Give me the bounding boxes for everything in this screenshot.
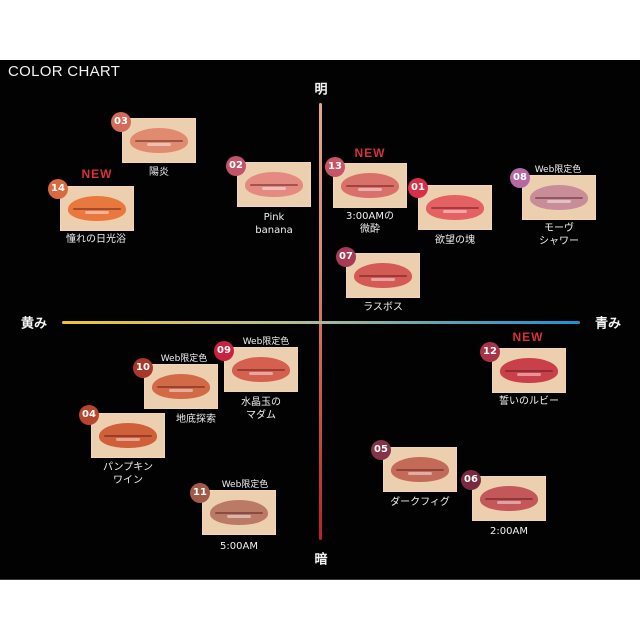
shade-name: 地底探索: [176, 414, 216, 425]
shade-name: 陽炎: [149, 167, 169, 178]
web-limited-tag: Web限定色: [221, 480, 269, 490]
shade-number-badge: 13: [325, 157, 345, 177]
shade-number-badge: 09: [214, 341, 234, 361]
shade-name: 欲望の塊: [435, 235, 475, 246]
lip-icon: [130, 128, 188, 153]
axis-label-bluish: 青み: [594, 316, 622, 332]
shade-name: 2:00AM: [490, 526, 528, 537]
lip-swatch-11: [202, 490, 276, 535]
color-chart-panel: COLOR CHART 明 暗 黄み 青み 03 陽炎 NEW 14 憧れの日光…: [0, 60, 640, 580]
shade-number-badge: 08: [510, 168, 530, 188]
shade-number-badge: 05: [371, 440, 391, 460]
lip-swatch-04: [91, 413, 165, 458]
shade-number-badge: 07: [336, 247, 356, 267]
lip-swatch-14: [60, 186, 134, 231]
new-tag: NEW: [81, 167, 113, 181]
axis-label-bright: 明: [314, 82, 328, 98]
shade-name: 憧れの日光浴: [66, 234, 126, 245]
shade-name: 水晶玉のマダム: [241, 397, 281, 421]
lip-icon: [68, 196, 126, 221]
lip-swatch-13: [333, 163, 407, 208]
lip-icon: [480, 486, 538, 511]
lip-icon: [426, 195, 484, 220]
lip-swatch-05: [383, 447, 457, 492]
shade-number-badge: 11: [190, 483, 210, 503]
lip-swatch-01: [418, 185, 492, 230]
shade-name: ダークフィグ: [390, 497, 450, 508]
axis-label-yellowish: 黄み: [20, 316, 48, 332]
lip-icon: [354, 263, 412, 288]
lip-icon: [99, 423, 157, 448]
lip-swatch-10: [144, 364, 218, 409]
shade-name: 5:00AM: [220, 541, 258, 552]
lip-swatch-09: [224, 347, 298, 392]
shade-number-badge: 01: [408, 178, 428, 198]
shade-number-badge: 04: [79, 405, 99, 425]
lip-swatch-08: [522, 175, 596, 220]
lip-swatch-07: [346, 253, 420, 298]
lip-icon: [210, 500, 268, 525]
web-limited-tag: Web限定色: [160, 354, 208, 364]
lip-icon: [245, 172, 303, 197]
shade-number-badge: 06: [461, 470, 481, 490]
shade-name: 3:00AMの微酔: [346, 211, 394, 235]
shade-number-badge: 14: [48, 179, 68, 199]
lip-swatch-03: [122, 118, 196, 163]
hue-axis-line: [62, 321, 580, 324]
shade-name: ラスボス: [363, 302, 403, 313]
new-tag: NEW: [512, 330, 544, 344]
shade-name: パンプキンワイン: [103, 462, 153, 486]
shade-number-badge: 12: [480, 342, 500, 362]
shade-number-badge: 03: [111, 112, 131, 132]
shade-name: 誓いのルビー: [499, 396, 559, 407]
axis-label-dark: 暗: [314, 552, 328, 568]
shade-name: モーヴシャワー: [539, 223, 579, 247]
lip-icon: [232, 357, 290, 382]
lip-swatch-02: [237, 162, 311, 207]
chart-title: COLOR CHART: [8, 63, 121, 80]
lip-icon: [152, 374, 210, 399]
lip-swatch-12: [492, 348, 566, 393]
web-limited-tag: Web限定色: [534, 165, 582, 175]
new-tag: NEW: [354, 146, 386, 160]
web-limited-tag: Web限定色: [242, 337, 290, 347]
lip-icon: [341, 173, 399, 198]
lip-icon: [391, 457, 449, 482]
shade-number-badge: 10: [133, 358, 153, 378]
lip-icon: [530, 185, 588, 210]
lip-icon: [500, 358, 558, 383]
shade-number-badge: 02: [226, 156, 246, 176]
lip-swatch-06: [472, 476, 546, 521]
